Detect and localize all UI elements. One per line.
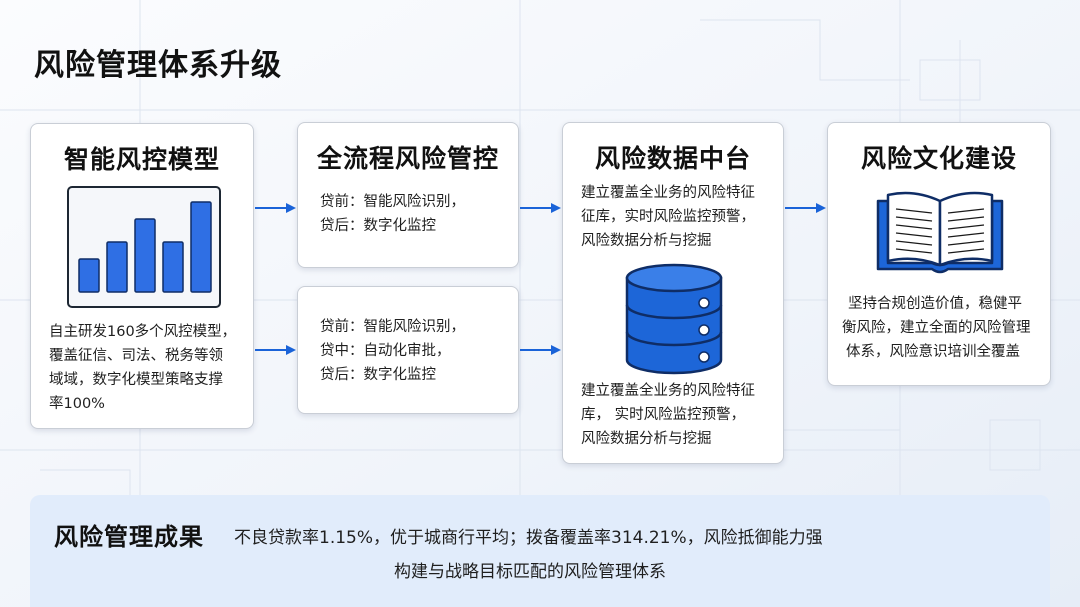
card-body: 坚持合规创造价值，稳健平 衡风险，建立全面的风险管理 体系，风险意识培训全覆盖 xyxy=(842,292,1031,364)
card-body: 贷前：智能风险识别， 贷中：自动化审批， 贷后：数字化监控 xyxy=(320,315,465,387)
icon-bar xyxy=(106,241,128,293)
text-line: 坚持合规创造价值，稳健平 xyxy=(848,296,1022,312)
text-line: 征库，实时风险监控预警， xyxy=(581,209,755,225)
page-title: 风险管理体系升级 xyxy=(34,48,282,83)
card-title: 智能风控模型 xyxy=(63,145,220,174)
card-risk-culture: 风险文化建设 坚持合规创造价值，稳健平 衡风险，建立全面的风险管理 体系，风险意… xyxy=(827,122,1051,386)
results-metrics: 不良贷款率1.15%，优于城商行平均；拨备覆盖率314.21%，风险抵御能力强 xyxy=(234,528,823,548)
card-process-stages: 贷前：智能风险识别， 贷中：自动化审批， 贷后：数字化监控 xyxy=(297,286,519,414)
card-title: 风险文化建设 xyxy=(860,144,1017,173)
icon-bar xyxy=(190,201,212,293)
card-process-control: 全流程风险管控 贷前：智能风险识别， 贷后：数字化监控 xyxy=(297,122,519,268)
text-line: 贷前：智能风险识别， xyxy=(320,319,465,335)
text-line: 衡风险，建立全面的风险管理 xyxy=(842,320,1031,336)
text-line: 风险数据分析与挖掘 xyxy=(581,233,712,249)
card-body-bottom: 建立覆盖全业务的风险特征 库， 实时风险监控预警， 风险数据分析与挖掘 xyxy=(581,379,755,451)
text-line: 风险数据分析与挖掘 xyxy=(581,431,712,447)
card-title: 风险数据中台 xyxy=(594,144,751,173)
results-panel: 风险管理成果 不良贷款率1.15%，优于城商行平均；拨备覆盖率314.21%，风… xyxy=(30,495,1050,607)
text-line: 率100% xyxy=(49,396,105,412)
text-line: 贷后：数字化监控 xyxy=(320,218,436,234)
text-line: 建立覆盖全业务的风险特征 xyxy=(581,185,755,201)
card-data-platform: 风险数据中台 建立覆盖全业务的风险特征 征库，实时风险监控预警， 风险数据分析与… xyxy=(562,122,784,464)
card-risk-model: 智能风控模型 自主研发160多个风控模型， 覆盖征信、司法、税务等领 域域，数字… xyxy=(30,123,254,429)
text-line: 自主研发160多个风控模型， xyxy=(49,324,237,340)
open-book-icon xyxy=(876,191,1004,274)
text-line: 建立覆盖全业务的风险特征 xyxy=(581,383,755,399)
text-line: 体系，风险意识培训全覆盖 xyxy=(846,344,1020,360)
card-body: 贷前：智能风险识别， 贷后：数字化监控 xyxy=(320,190,465,238)
text-line: 库， 实时风险监控预警， xyxy=(581,407,746,423)
card-body-top: 建立覆盖全业务的风险特征 征库，实时风险监控预警， 风险数据分析与挖掘 xyxy=(581,181,755,253)
results-summary: 构建与战略目标匹配的风险管理体系 xyxy=(394,562,666,582)
results-title: 风险管理成果 xyxy=(54,523,204,551)
bar-chart-icon xyxy=(67,186,221,308)
card-title: 全流程风险管控 xyxy=(316,144,499,173)
text-line: 贷前：智能风险识别， xyxy=(320,194,465,210)
icon-bar xyxy=(162,241,184,293)
text-line: 贷后：数字化监控 xyxy=(320,367,436,383)
database-icon xyxy=(625,263,723,375)
icon-bar xyxy=(78,258,100,293)
card-body: 自主研发160多个风控模型， 覆盖征信、司法、税务等领 域域，数字化模型策略支撑… xyxy=(49,320,236,416)
text-line: 域域，数字化模型策略支撑 xyxy=(49,372,223,388)
icon-bar xyxy=(134,218,156,293)
text-line: 覆盖征信、司法、税务等领 xyxy=(49,348,223,364)
text-line: 贷中：自动化审批， xyxy=(320,343,451,359)
